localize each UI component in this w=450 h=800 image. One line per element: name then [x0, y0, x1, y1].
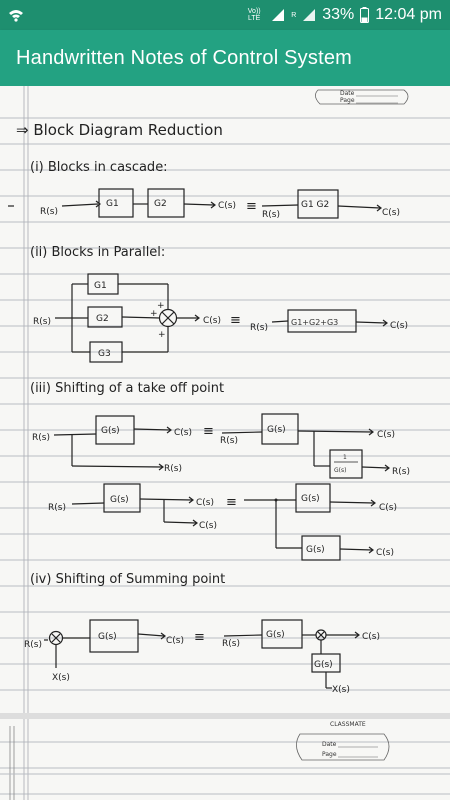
takeoff-b-block: G(s): [267, 425, 286, 435]
takeoff-title: (iii) Shifting of a take off point: [30, 381, 224, 396]
takeoff-c-input: R(s): [48, 503, 66, 513]
parallel-title: (ii) Blocks in Parallel:: [30, 245, 165, 260]
cascade-g2: G2: [154, 199, 167, 209]
cascade-diagram: (i) Blocks in cascade: R(s) G1 G2 C(s) ≡…: [8, 160, 400, 220]
summing-output: C(s): [166, 636, 184, 646]
takeoff-c-branch: C(s): [199, 521, 217, 531]
takeoff-b-branch: R(s): [392, 467, 410, 477]
next-page-edge: CLASSMATE Date Page: [0, 713, 450, 800]
parallel-g3: G3: [98, 349, 111, 359]
wifi-icon: [9, 10, 23, 22]
takeoff-equiv-1: ≡: [203, 424, 214, 439]
parallel-g2: G2: [96, 314, 109, 324]
takeoff-a-input: R(s): [32, 433, 50, 443]
summing-block-right: G(s): [266, 630, 285, 640]
parallel-combined: G1+G2+G3: [291, 318, 338, 327]
status-right: Vo)) LTE R 33% 12:04 pm: [243, 6, 442, 24]
takeoff-d-block-top: G(s): [301, 494, 320, 504]
summing-diagram: (iv) Shifting of Summing point R(s) X(s)…: [24, 572, 380, 695]
takeoff-c-block: G(s): [110, 495, 129, 505]
summing-g-branch: G(s): [314, 660, 333, 670]
cascade-g1: G1: [106, 199, 119, 209]
takeoff-b-input: R(s): [220, 436, 238, 446]
date-page-stamp: Date Page: [315, 89, 409, 105]
stamp2-date-label: Date: [322, 741, 337, 748]
summing-r-right: R(s): [222, 639, 240, 649]
cascade-input: R(s): [40, 207, 58, 217]
stamp2-brand: CLASSMATE: [330, 721, 366, 728]
clock: 12:04 pm: [375, 6, 442, 23]
status-left: [8, 8, 24, 22]
stamp-page-label: Page: [340, 97, 355, 104]
app-bar: Handwritten Notes of Control System: [0, 30, 450, 86]
takeoff-c-out: C(s): [196, 498, 214, 508]
takeoff-b-inv-den: G(s): [334, 467, 346, 474]
cascade-c-right: C(s): [382, 208, 400, 218]
takeoff-d-out-top: C(s): [379, 503, 397, 513]
cascade-equiv: ≡: [246, 199, 257, 214]
summing-c-right: C(s): [362, 632, 380, 642]
summing-title: (iv) Shifting of Summing point: [30, 572, 225, 587]
summing-x-right: X(s): [332, 685, 350, 695]
parallel-diagram: (ii) Blocks in Parallel: R(s) G1 G2 G3 +…: [30, 245, 408, 363]
sim-label: R: [291, 11, 297, 19]
summing-block: G(s): [98, 632, 117, 642]
parallel-plus-3: +: [158, 330, 166, 340]
takeoff-d-block-bot: G(s): [306, 545, 325, 555]
stamp-date-label: Date: [340, 90, 355, 97]
parallel-equiv: ≡: [230, 313, 241, 328]
parallel-c-right: C(s): [390, 321, 408, 331]
takeoff-b-inv-num: 1: [343, 454, 347, 461]
volte-label: Vo)) LTE: [247, 8, 261, 22]
takeoff-a-block: G(s): [101, 426, 120, 436]
takeoff-b-out: C(s): [377, 430, 395, 440]
parallel-r-right: R(s): [250, 323, 268, 333]
summing-disturb: X(s): [52, 673, 70, 683]
takeoff-a-out: C(s): [174, 428, 192, 438]
stamp2-page-label: Page: [322, 751, 337, 758]
battery-percent: 33%: [322, 6, 355, 23]
note-page-viewer[interactable]: Date Page ⇒ Block Diagram Reduction (i) …: [0, 86, 450, 800]
cascade-title: (i) Blocks in cascade:: [30, 160, 168, 175]
signal-roaming-icon: [303, 9, 316, 21]
summing-input: R(s): [24, 640, 42, 650]
parallel-plus-2: +: [150, 309, 158, 319]
cascade-r-right: R(s): [262, 210, 280, 220]
parallel-input: R(s): [33, 317, 51, 327]
takeoff-d-out-bot: C(s): [376, 548, 394, 558]
handwritten-note-page: Date Page ⇒ Block Diagram Reduction (i) …: [0, 86, 450, 800]
section-heading: ⇒ Block Diagram Reduction: [16, 121, 223, 139]
takeoff-diagram: (iii) Shifting of a take off point R(s) …: [30, 381, 410, 561]
cascade-output: C(s): [218, 201, 236, 211]
takeoff-equiv-2: ≡: [226, 495, 237, 510]
summing-equiv: ≡: [194, 630, 205, 645]
ruled-lines: [0, 86, 450, 800]
cascade-combined: G1 G2: [301, 200, 329, 210]
parallel-output: C(s): [203, 316, 221, 326]
status-bar: Vo)) LTE R 33% 12:04 pm: [0, 0, 450, 30]
signal-icon: [272, 9, 285, 21]
takeoff-a-branch: R(s): [164, 464, 182, 474]
parallel-plus-1: +: [157, 301, 165, 311]
parallel-g1: G1: [94, 281, 107, 291]
app-title: Handwritten Notes of Control System: [16, 46, 353, 69]
battery-icon: [360, 7, 370, 23]
